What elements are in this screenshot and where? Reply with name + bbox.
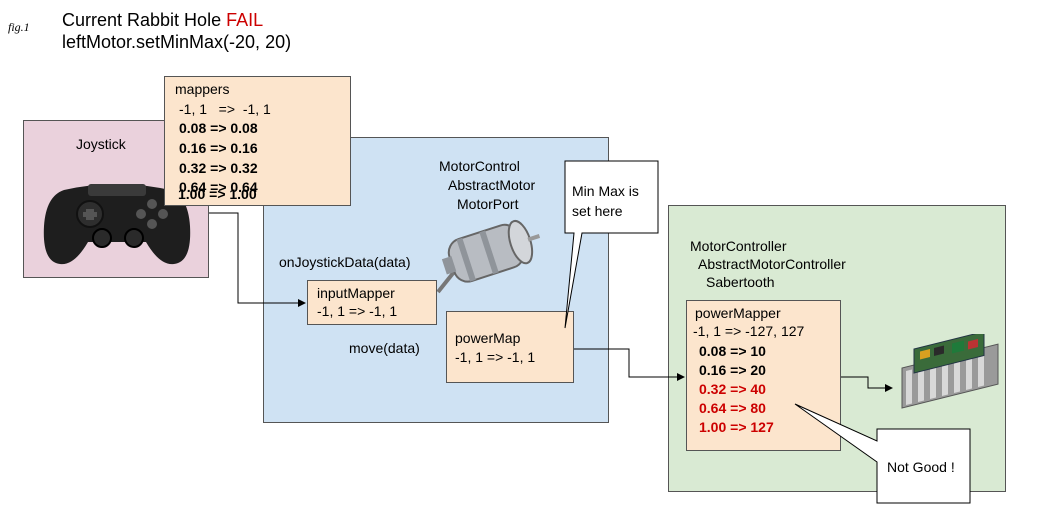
mappers-title: mappers xyxy=(175,81,230,97)
move-label: move(data) xyxy=(349,340,420,356)
power-mapper-to-board-arrow xyxy=(841,376,893,392)
mappers-line: 0.16 => 0.16 xyxy=(179,140,258,156)
power-map-box: powerMap -1, 1 => -1, 1 xyxy=(446,311,574,383)
input-mapper-title: inputMapper xyxy=(317,285,395,301)
abstract-motor-class: AbstractMotor xyxy=(448,177,536,193)
input-mapper-value: -1, 1 => -1, 1 xyxy=(317,303,398,319)
motor-driver-board-icon xyxy=(901,334,999,409)
gamepad-icon xyxy=(43,184,191,265)
callout-notgood-text: Not Good ! xyxy=(887,459,955,475)
callout-minmax-bubble xyxy=(564,160,659,329)
title-line-1: Current Rabbit Hole FAIL xyxy=(62,9,291,31)
mappers-line: 0.08 => 0.08 xyxy=(179,120,258,136)
mappers-line: -1, 1 => -1, 1 xyxy=(179,101,271,117)
power-mapper-bad-line: 0.32 => 40 xyxy=(699,381,766,397)
motor-controller-class: MotorController xyxy=(690,238,787,254)
power-map-title: powerMap xyxy=(455,330,521,346)
joystick-to-input-mapper-arrow xyxy=(209,212,306,307)
mappers-line: 0.32 => 0.32 xyxy=(179,160,258,176)
mappers-box: mappers -1, 1 => -1, 1 0.08 => 0.08 0.16… xyxy=(164,76,351,206)
power-mapper-box: powerMapper -1, 1 => -127, 127 0.08 => 1… xyxy=(686,300,841,451)
power-map-value: -1, 1 => -1, 1 xyxy=(455,349,536,365)
title-prefix: Current Rabbit Hole xyxy=(62,10,227,30)
power-mapper-range: -1, 1 => -127, 127 xyxy=(693,323,805,339)
dc-motor-icon xyxy=(436,219,541,294)
diagram-title: Current Rabbit Hole FAIL leftMotor.setMi… xyxy=(62,9,291,53)
callout-minmax-text: Min Max is set here xyxy=(572,183,639,219)
mappers-line: 1.00 => 1.00 xyxy=(178,186,257,202)
motor-port-class: MotorPort xyxy=(457,196,519,212)
title-fail: FAIL xyxy=(226,10,264,30)
power-mapper-title: powerMapper xyxy=(695,305,781,321)
title-line-2: leftMotor.setMinMax(-20, 20) xyxy=(62,32,292,52)
power-mapper-good-line: 0.16 => 20 xyxy=(699,362,766,378)
joystick-label: Joystick xyxy=(76,136,126,152)
power-mapper-good-line: 0.08 => 10 xyxy=(699,343,766,359)
power-map-to-power-mapper-arrow xyxy=(574,348,685,381)
mappers-line: 0.64 => 0.64 xyxy=(179,179,258,195)
callout-notgood-bubble xyxy=(794,403,971,504)
figure-label: fig.1 xyxy=(8,20,30,34)
motor-control-class: MotorControl xyxy=(439,158,520,174)
power-mapper-bad-line: 1.00 => 127 xyxy=(699,419,774,435)
input-mapper-box: inputMapper -1, 1 => -1, 1 xyxy=(307,280,437,325)
abstract-motor-controller-class: AbstractMotorController xyxy=(698,256,846,272)
sabertooth-class: Sabertooth xyxy=(706,274,775,290)
on-joystick-data-label: onJoystickData(data) xyxy=(279,254,411,270)
power-mapper-bad-line: 0.64 => 80 xyxy=(699,400,766,416)
